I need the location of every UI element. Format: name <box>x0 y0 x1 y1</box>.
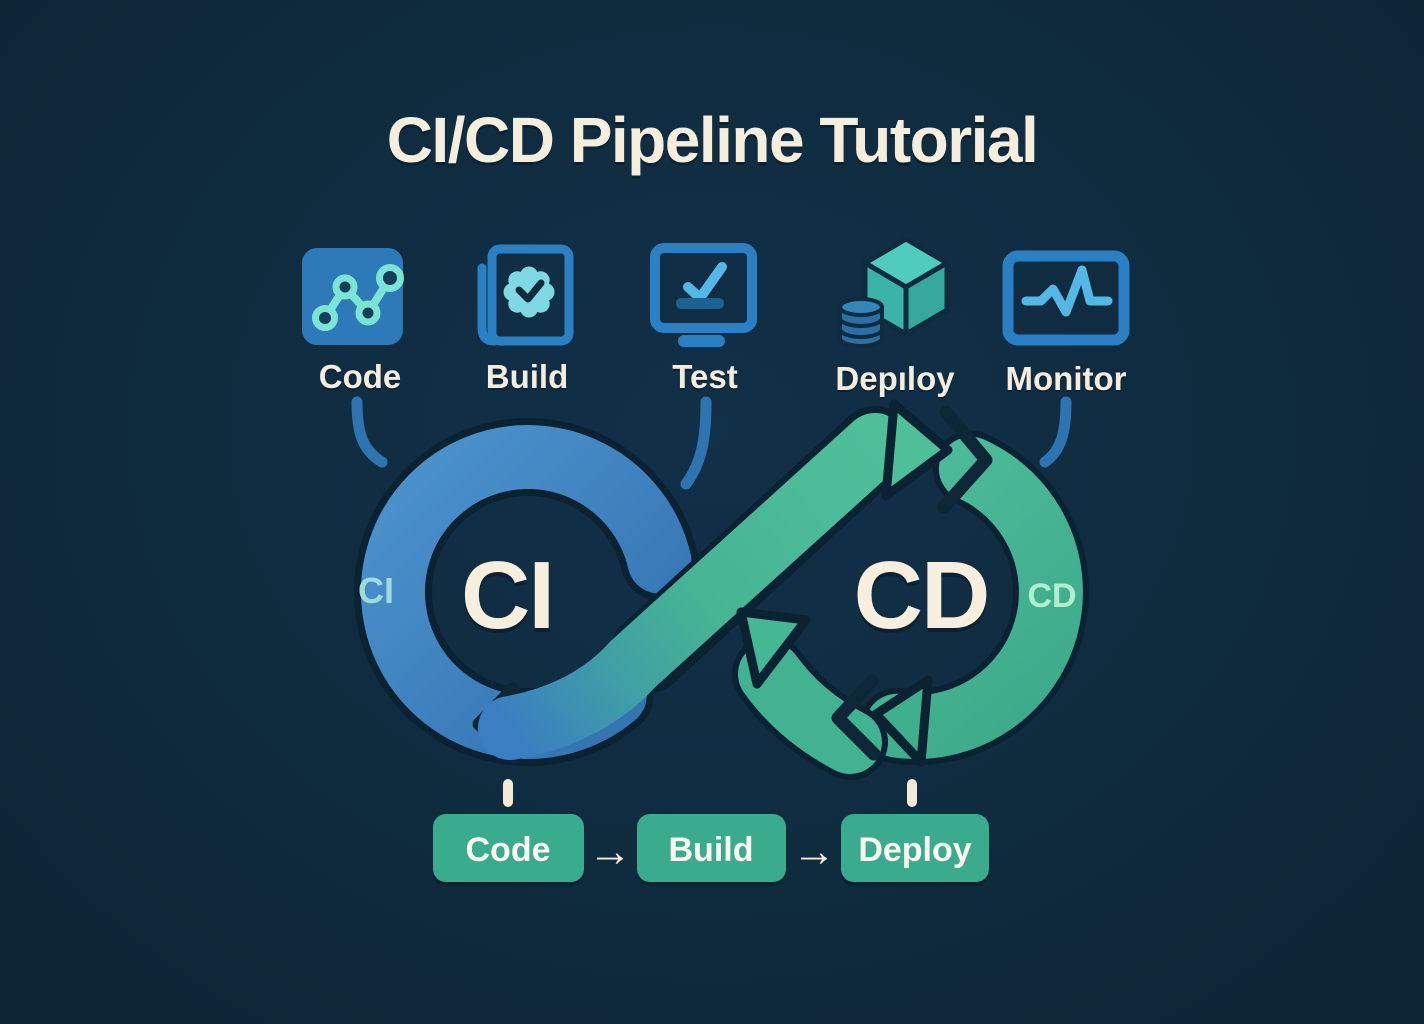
cd-return-arrow <box>732 607 933 780</box>
label-connectors <box>351 396 1072 490</box>
flow-step-code-label: Code <box>466 831 551 869</box>
test-connector-line <box>680 396 712 490</box>
ci-to-flow-connector-dash <box>503 779 513 807</box>
cd-top-arrowhead <box>881 399 953 501</box>
flow-step-build-label: Build <box>669 831 754 869</box>
cd-top-arrow <box>881 399 993 514</box>
stage-icons-row: Code Build Test <box>302 236 1130 397</box>
cd-top-chevron-seam <box>937 405 993 514</box>
stage-label-build: Build <box>486 358 568 395</box>
monitor-check-icon <box>650 243 757 347</box>
code-connector-line <box>351 396 388 468</box>
flow-step-deploy: Deploy <box>841 814 989 882</box>
monitor-connector-line <box>1039 396 1072 468</box>
stage-label-deploy: Depıloy <box>835 360 955 397</box>
flow-step-build: Build <box>637 814 786 882</box>
cd-loop-ring <box>859 430 1089 765</box>
cd-bottom-arrowhead <box>871 675 933 767</box>
flow-step-code: Code <box>433 814 584 882</box>
document-badge-icon <box>477 244 574 346</box>
cd-bottom-chevron-seam <box>831 674 881 761</box>
stage-label-test: Test <box>672 358 737 395</box>
cd-to-flow-connector-dash <box>907 779 917 807</box>
flow-arrow-2: → <box>792 827 836 876</box>
cd-small-label: CD <box>1027 577 1076 615</box>
stage-label-monitor: Monitor <box>1006 360 1127 397</box>
bottom-flow: Code → Build → Deploy <box>433 779 989 882</box>
flow-arrow-1: → <box>588 827 632 876</box>
loop-crossing-band <box>478 406 914 760</box>
ci-large-label: CI <box>461 542 553 649</box>
line-chart-icon <box>302 248 404 345</box>
stage-label-code: Code <box>319 358 402 395</box>
pulse-monitor-icon <box>1002 250 1130 346</box>
cd-return-arrowhead <box>736 607 811 689</box>
ci-small-label: CI <box>358 570 394 611</box>
cube-database-icon <box>838 236 950 348</box>
cd-large-label: CD <box>854 542 989 649</box>
page-title: CI/CD Pipeline Tutorial <box>387 104 1038 176</box>
flow-step-deploy-label: Deploy <box>858 831 971 869</box>
